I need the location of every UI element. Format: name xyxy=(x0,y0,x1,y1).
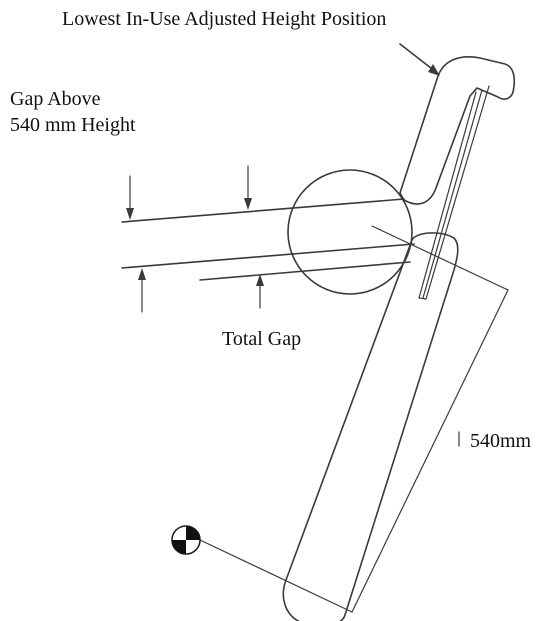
gap-line-lower xyxy=(121,243,415,269)
gap-above-label: Gap Above 540 mm Height xyxy=(10,86,136,138)
gap-line-upper xyxy=(121,198,405,223)
lowest-position-label: Lowest In-Use Adjusted Height Position xyxy=(62,8,387,30)
head-restraint-post-inner xyxy=(422,89,483,299)
lowest-position-leader xyxy=(399,43,437,73)
gap-above-arrowhead-left xyxy=(126,208,134,220)
height-540-label: 540mm xyxy=(470,430,532,452)
total-gap-arrowhead-right xyxy=(256,274,264,286)
gap-above-arrowhead-right xyxy=(244,198,252,210)
head-restraint-outline xyxy=(399,56,516,205)
gap-above-label-line2: 540 mm Height xyxy=(10,114,136,136)
gap-line-lower-inner xyxy=(199,261,411,281)
lowest-position-arrowhead xyxy=(428,64,440,76)
head-restraint-post xyxy=(418,85,490,300)
gap-above-label-line1: Gap Above xyxy=(10,88,101,110)
torso-reference-line xyxy=(351,289,509,613)
seat-back-outline xyxy=(282,232,459,621)
total-gap-arrowhead-left xyxy=(138,268,146,280)
torso-reference-bottom xyxy=(199,539,353,613)
gap-detail-circle xyxy=(287,169,413,295)
hip-point-marker-icon xyxy=(171,525,201,555)
total-gap-label: Total Gap xyxy=(222,328,302,350)
torso-reference-top xyxy=(371,225,509,291)
